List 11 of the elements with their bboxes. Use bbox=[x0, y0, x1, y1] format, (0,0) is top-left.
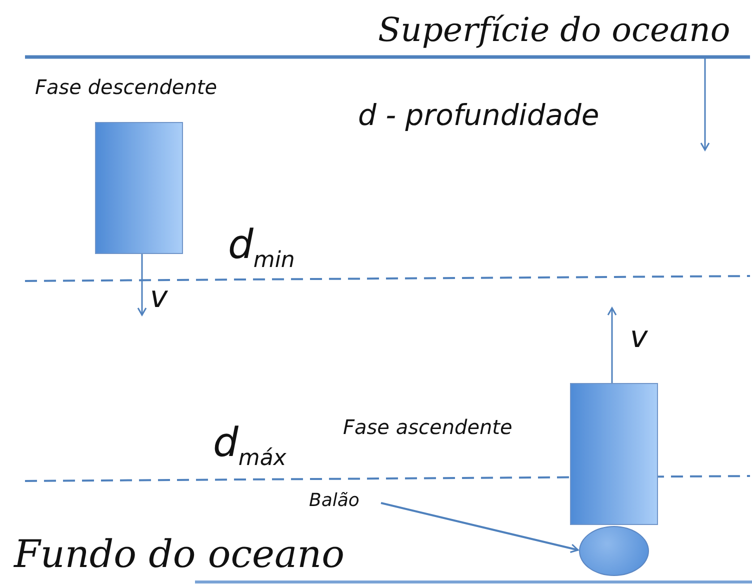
leader-line bbox=[380, 502, 579, 554]
depth-label: d - profundidade bbox=[358, 98, 600, 132]
min-depth-label: d$_{min}$ bbox=[228, 222, 295, 273]
phase-label: Fase ascendente bbox=[343, 415, 512, 439]
floor-label: Fundo do oceano bbox=[14, 532, 345, 576]
velocity-label: v bbox=[150, 280, 168, 315]
max-depth-label: d$_{máx}$ bbox=[213, 420, 286, 471]
velocity-label: v bbox=[630, 320, 648, 355]
part-label: Balão bbox=[309, 490, 360, 511]
phase-label: Fase descendente bbox=[35, 75, 218, 99]
surface-label: Superfície do oceano bbox=[378, 10, 730, 49]
